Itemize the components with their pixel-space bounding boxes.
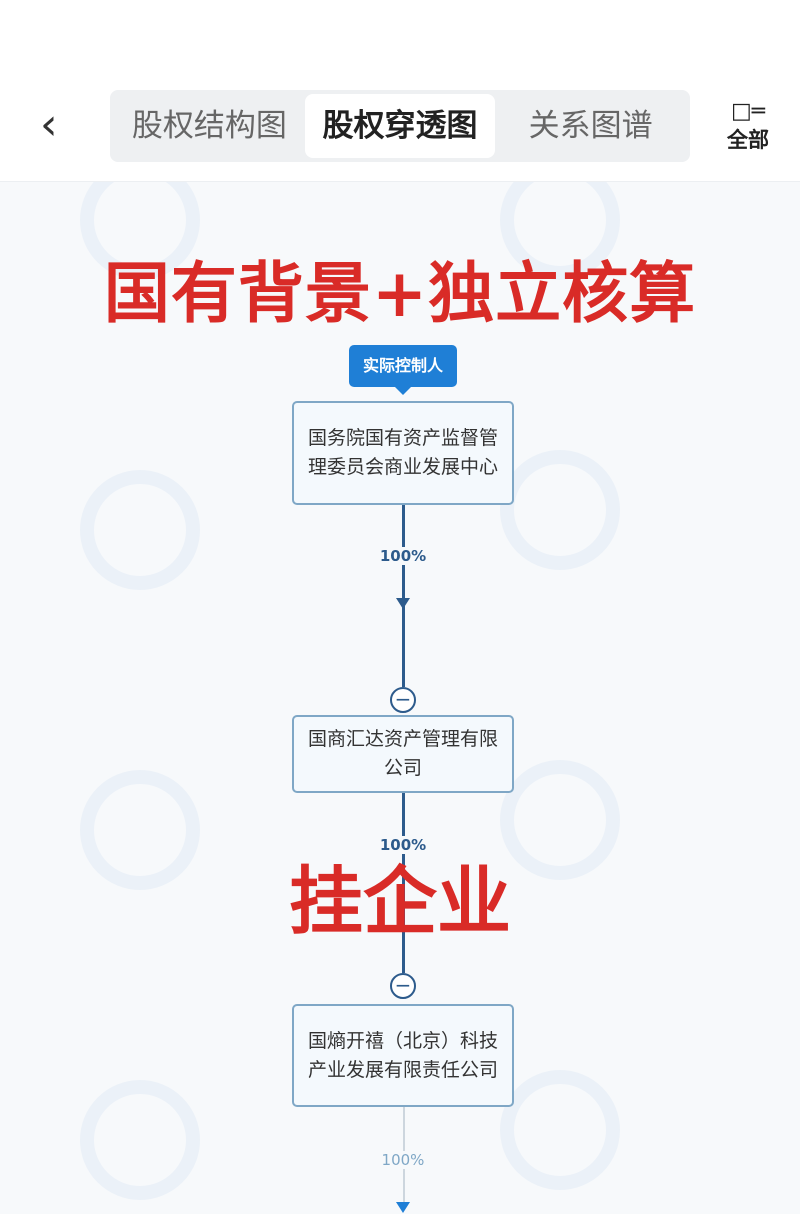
watermark-logo xyxy=(80,470,200,590)
list-icon: □═ xyxy=(730,99,766,124)
arrow-down-icon xyxy=(396,1202,410,1213)
edge-percent: 100% xyxy=(353,1151,453,1169)
chevron-left-icon[interactable]: ‹ xyxy=(40,99,58,150)
tab-equity-penetration[interactable]: 股权穿透图 xyxy=(304,94,496,158)
watermark-logo xyxy=(80,1080,200,1200)
edge-percent: 100% xyxy=(353,547,453,565)
tab-equity-structure[interactable]: 股权结构图 xyxy=(131,108,287,144)
overlay-caption: 挂企业 xyxy=(289,859,511,945)
watermark-logo xyxy=(500,1070,620,1190)
watermark-logo xyxy=(500,450,620,570)
company-node[interactable]: 国熵开禧（北京）科技产业发展有限责任公司 xyxy=(292,1004,514,1107)
all-label: 全部 xyxy=(727,128,769,152)
tab-bar: 股权结构图 股权穿透图 关系图谱 xyxy=(110,90,690,162)
all-button[interactable]: □═ 全部 xyxy=(718,100,778,154)
tab-relationship-graph[interactable]: 关系图谱 xyxy=(528,108,653,144)
company-node[interactable]: 国商汇达资产管理有限公司 xyxy=(292,715,514,793)
edge-percent: 100% xyxy=(353,836,453,854)
arrow-down-icon xyxy=(396,598,410,609)
collapse-minus-icon[interactable]: − xyxy=(390,973,416,999)
company-node[interactable]: 国务院国有资产监督管理委员会商业发展中心 xyxy=(292,401,514,505)
overlay-headline: 国有背景+独立核算 xyxy=(103,254,697,332)
edge-line xyxy=(402,793,405,973)
collapse-minus-icon[interactable]: − xyxy=(390,687,416,713)
top-bar: ‹ 股权结构图 股权穿透图 关系图谱 □═ 全部 xyxy=(0,0,800,182)
edge-line xyxy=(402,505,405,687)
controller-badge: 实际控制人 xyxy=(349,345,457,395)
